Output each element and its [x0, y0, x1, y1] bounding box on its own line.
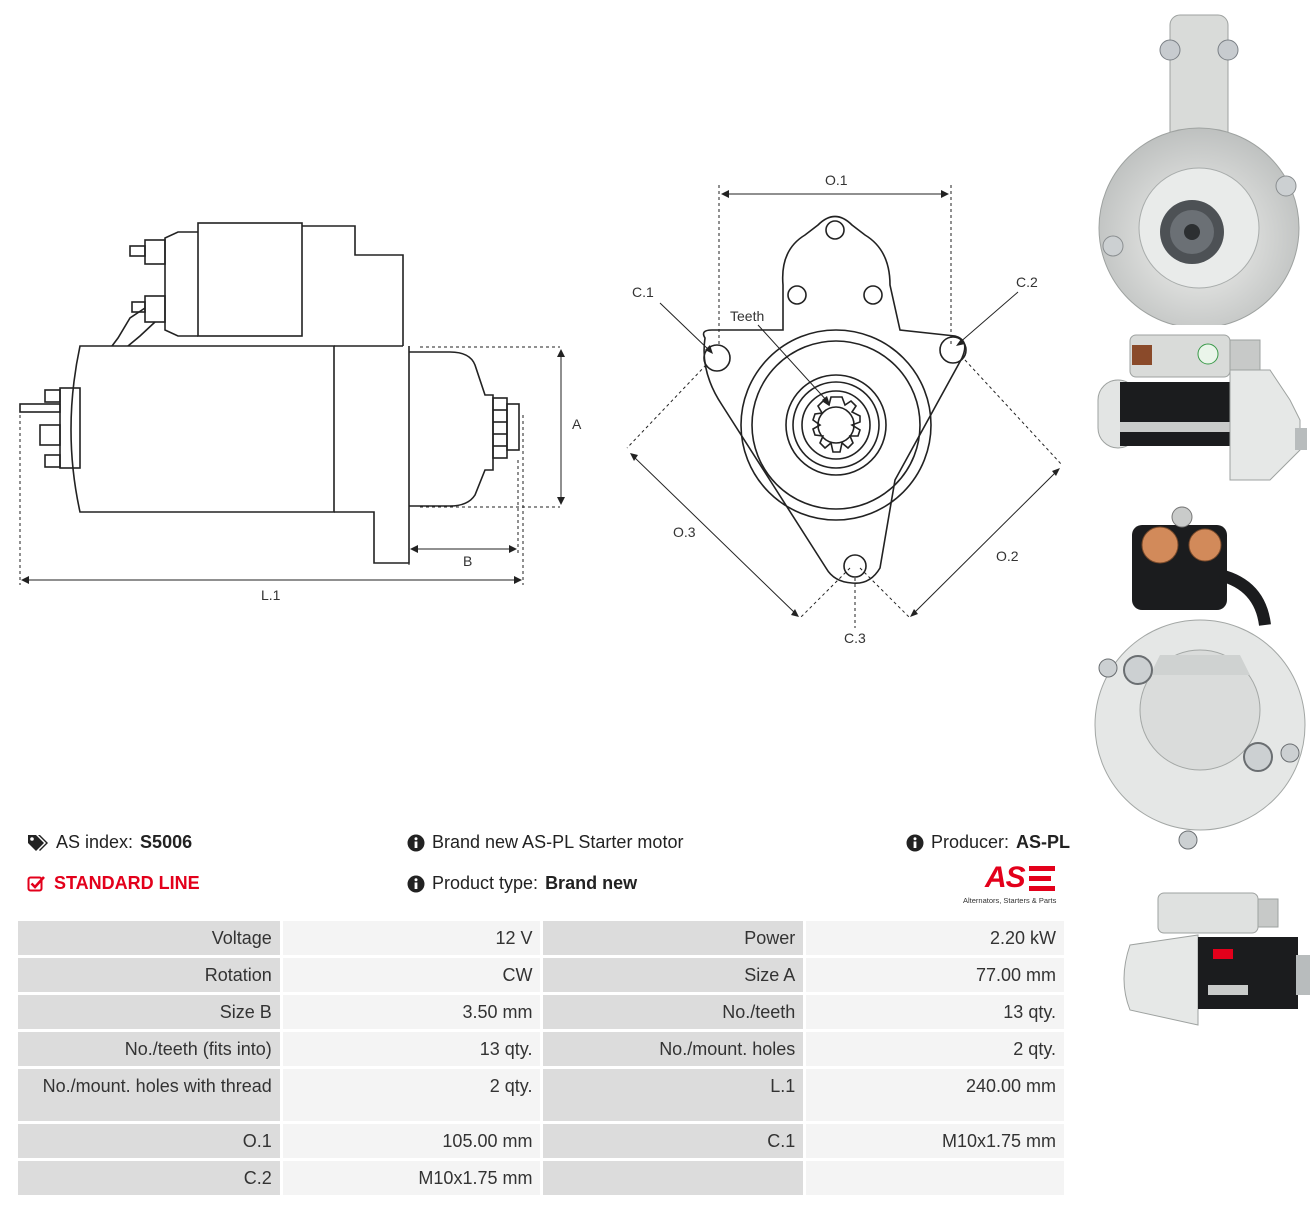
- producer: Producer: AS-PL: [906, 832, 1070, 853]
- product-photo-rear[interactable]: [1090, 505, 1310, 855]
- spec-value: 13 qty.: [282, 1032, 541, 1066]
- as-index-value: S5006: [140, 832, 193, 852]
- spec-label: Power: [543, 921, 804, 955]
- product-type-label: Product type:: [432, 873, 539, 893]
- spec-value: 240.00 mm: [806, 1069, 1064, 1121]
- side-view-drawing: A B L.1: [19, 222, 582, 603]
- spec-value: 105.00 mm: [282, 1124, 541, 1158]
- product-photo-front[interactable]: [1088, 10, 1310, 329]
- spec-value: 2.20 kW: [806, 921, 1064, 955]
- spec-label: Voltage: [18, 921, 280, 955]
- spec-value: M10x1.75 mm: [282, 1161, 541, 1195]
- as-logo-stripes: [1029, 866, 1055, 891]
- front-view-drawing: O.1 C.1 C.2 Teeth O.3 O.2 C.3: [626, 172, 1063, 646]
- as-logo-mark: AS: [985, 861, 1026, 894]
- spec-value: 3.50 mm: [282, 995, 541, 1029]
- spec-label: No./teeth (fits into): [18, 1032, 280, 1066]
- as-logo-tagline: Alternators, Starters & Parts: [963, 896, 1057, 905]
- description-text: Brand new AS-PL Starter motor: [432, 832, 684, 852]
- spec-value: [806, 1161, 1064, 1195]
- spec-label: L.1: [543, 1069, 804, 1121]
- product-type-value: Brand new: [545, 873, 638, 893]
- info-circle-icon: [906, 834, 924, 851]
- spec-value: 12 V: [282, 921, 541, 955]
- as-logo: AS Alternators, Starters & Parts: [963, 862, 1067, 908]
- description: Brand new AS-PL Starter motor: [407, 832, 683, 853]
- o2-label: O.2: [996, 548, 1019, 564]
- standard-line-label: STANDARD LINE: [54, 873, 200, 893]
- teeth-label: Teeth: [730, 308, 764, 324]
- spec-value: 13 qty.: [806, 995, 1064, 1029]
- standard-line: STANDARD LINE: [27, 873, 200, 894]
- size-b-label: B: [463, 553, 472, 569]
- spec-label: No./teeth: [543, 995, 804, 1029]
- spec-value: M10x1.75 mm: [806, 1124, 1064, 1158]
- product-photo-top[interactable]: [1118, 885, 1313, 1030]
- spec-value: 77.00 mm: [806, 958, 1064, 992]
- spec-label: Size A: [543, 958, 804, 992]
- spec-label: [543, 1161, 804, 1195]
- producer-value: AS-PL: [1016, 832, 1071, 852]
- spec-label: No./mount. holes with thread: [18, 1069, 280, 1121]
- producer-label: Producer:: [931, 832, 1010, 852]
- size-a-label: A: [572, 416, 582, 432]
- spec-label: C.1: [543, 1124, 804, 1158]
- check-square-icon: [27, 875, 45, 891]
- spec-label: Rotation: [18, 958, 280, 992]
- spec-label: O.1: [18, 1124, 280, 1158]
- spec-label: Size B: [18, 995, 280, 1029]
- product-type: Product type: Brand new: [407, 873, 637, 894]
- as-index: AS index: S5006: [27, 832, 192, 853]
- length-l1-label: L.1: [261, 587, 281, 603]
- tags-icon: [28, 834, 48, 851]
- o1-label: O.1: [825, 172, 848, 188]
- info-circle-icon: [407, 875, 425, 892]
- c1-label: C.1: [632, 284, 654, 300]
- o3-label: O.3: [673, 524, 696, 540]
- spec-label: No./mount. holes: [543, 1032, 804, 1066]
- spec-value: 2 qty.: [282, 1069, 541, 1121]
- spec-row: No./teeth (fits into)13 qty.No./mount. h…: [18, 1032, 1064, 1066]
- product-photo-side[interactable]: [1090, 330, 1308, 490]
- as-index-label: AS index:: [56, 832, 134, 852]
- info-circle-icon: [407, 834, 425, 851]
- c2-label: C.2: [1016, 274, 1038, 290]
- spec-value: 2 qty.: [806, 1032, 1064, 1066]
- c3-label: C.3: [844, 630, 866, 646]
- spec-label: C.2: [18, 1161, 280, 1195]
- spec-value: CW: [282, 958, 541, 992]
